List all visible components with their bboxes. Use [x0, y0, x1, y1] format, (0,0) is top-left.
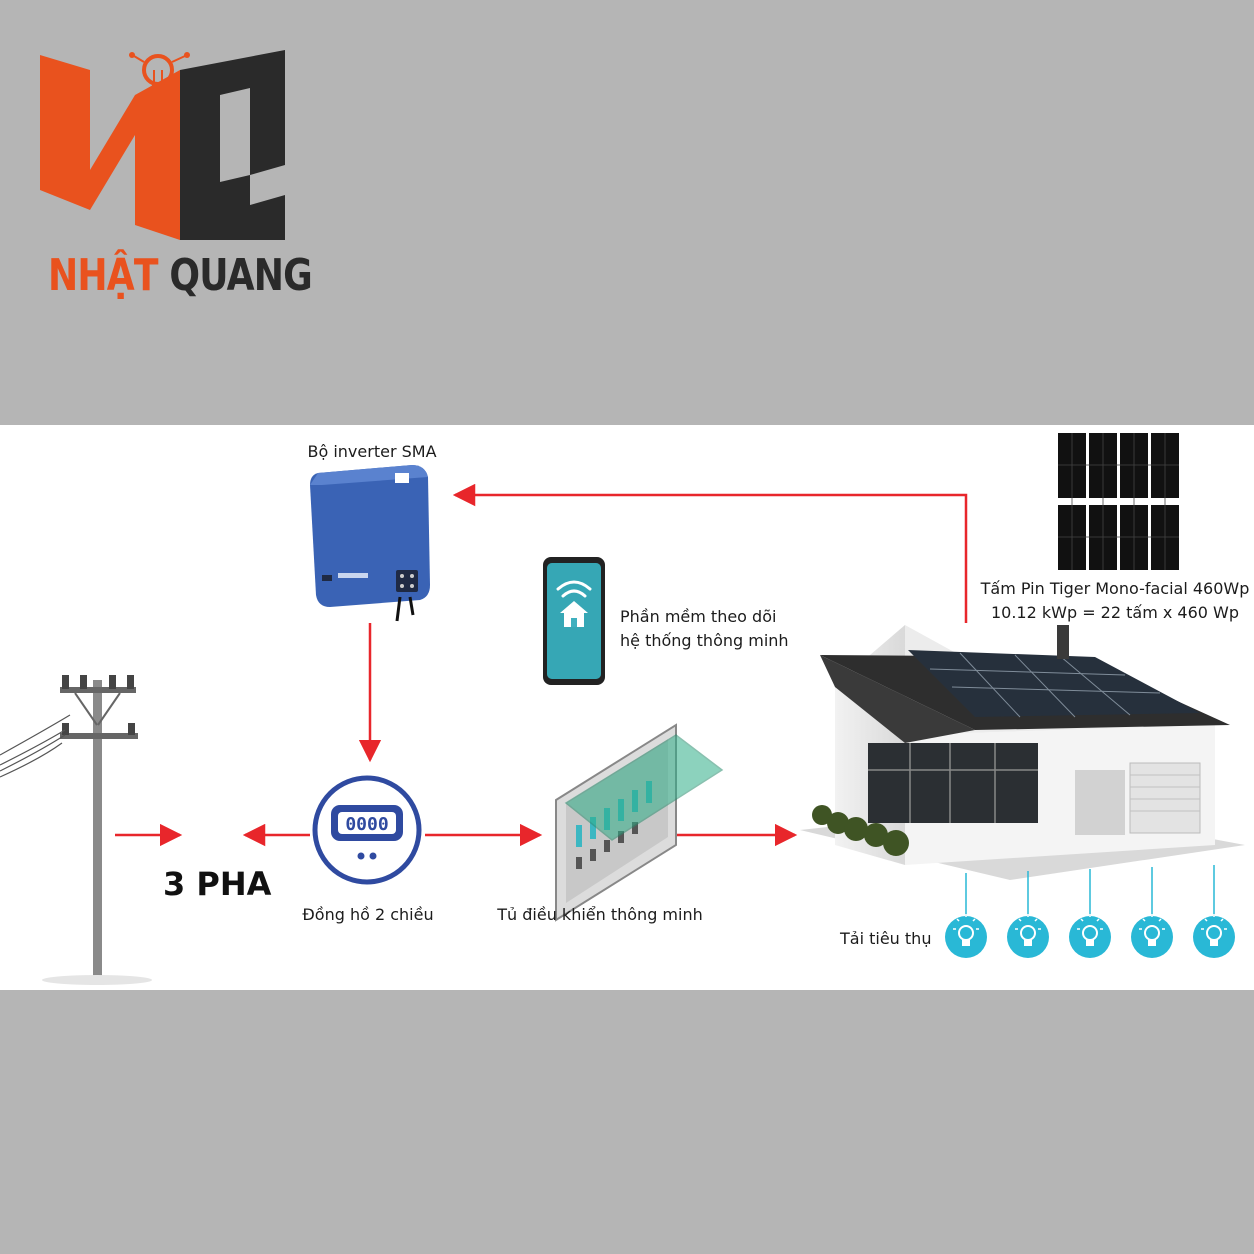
lightbulb-icon: [1069, 914, 1111, 958]
utility-pole-icon: [0, 675, 152, 985]
brand-name: NHẬT QUANG: [48, 250, 313, 301]
cabinet-label: Tủ điều khiển thông minh: [497, 905, 703, 924]
lightbulb-icon: [1131, 914, 1173, 958]
panel-label-line1: Tấm Pin Tiger Mono-facial 460Wp: [980, 579, 1250, 598]
brand-name-part2: QUANG: [169, 250, 312, 301]
flow-arrows: [115, 483, 968, 847]
house-icon: [800, 625, 1245, 880]
lightbulb-icon: [129, 52, 190, 94]
control-cabinet-icon: [555, 723, 724, 922]
solar-system-diagram: 0000: [0, 425, 1254, 990]
load-label: Tải tiêu thụ: [840, 929, 932, 948]
brand-logo: [40, 50, 285, 240]
software-label-line1: Phần mềm theo dõi: [620, 607, 777, 626]
panel-label-line2: 10.12 kWp = 22 tấm x 460 Wp: [990, 603, 1240, 622]
arrow-panels-to-inverter: [452, 483, 968, 623]
smartphone-icon: [543, 557, 605, 685]
lightbulb-icon: [1007, 914, 1049, 958]
wifi-home-icon: [556, 580, 592, 598]
grid-phase-label: 3 PHA: [163, 865, 272, 903]
brand-name-part1: NHẬT: [48, 250, 158, 301]
lightbulb-icon: [1193, 914, 1235, 958]
meter-label: Đồng hồ 2 chiều: [302, 905, 434, 924]
bidirectional-meter-icon: 0000: [312, 775, 422, 885]
software-label-line2: hệ thống thông minh: [620, 631, 789, 650]
solar-panel-array-icon: [1058, 433, 1179, 570]
inverter-icon: [310, 465, 430, 622]
meter-display: 0000: [345, 814, 388, 835]
load-bulbs: [945, 865, 1235, 958]
lightbulb-icon: [945, 914, 987, 958]
inverter-label: Bộ inverter SMA: [307, 442, 437, 461]
